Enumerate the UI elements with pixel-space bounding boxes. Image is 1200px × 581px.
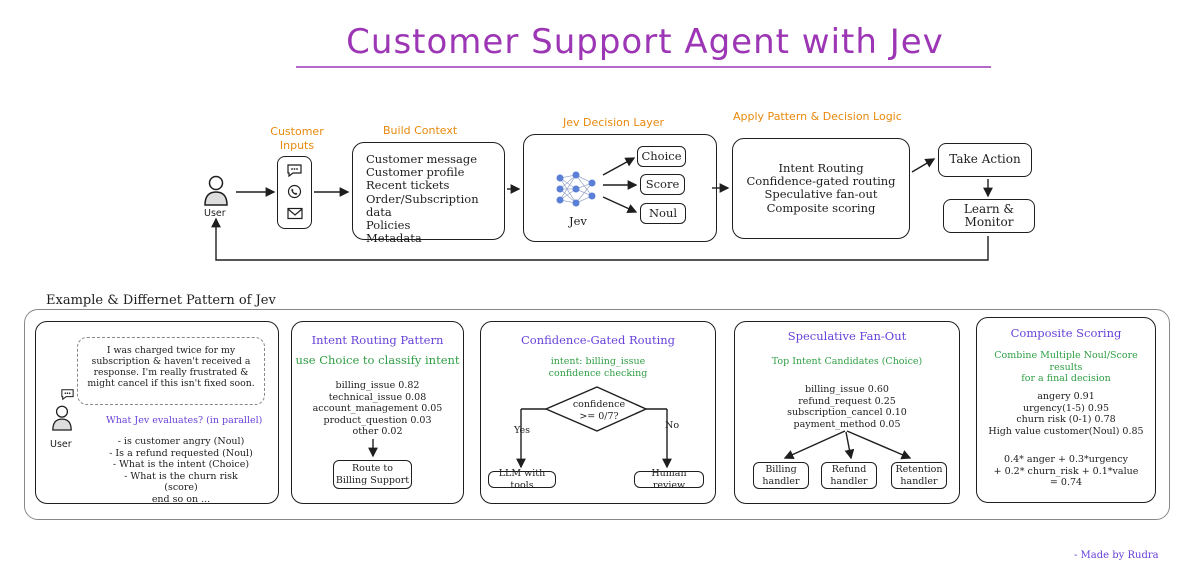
neural-network-icon xyxy=(556,171,596,211)
refund-handler-box: Refund handler xyxy=(821,462,877,489)
example-card: I was charged twice for my subscription … xyxy=(35,321,279,505)
chat-icon xyxy=(286,163,303,182)
billing-handler-box: Billing handler xyxy=(753,462,809,489)
composite-subtitle: Combine Multiple Noul/Score results for … xyxy=(994,350,1138,384)
speculative-subtitle: Top Intent Candidates (Choice) xyxy=(771,356,923,367)
confidence-gated-title: Confidence-Gated Routing xyxy=(520,333,676,347)
intent-routing-card: Intent Routing Pattern use Choice to cla… xyxy=(291,321,464,504)
intent-score: billing_issue 0.82 xyxy=(335,380,420,391)
confidence-decision: confidence >= 0/7? xyxy=(572,399,626,422)
pattern-logic-box: Intent Routing Confidence-gated routing … xyxy=(732,138,910,239)
output-choice: Choice xyxy=(637,146,686,167)
context-item: Recent tickets xyxy=(366,178,450,193)
output-score: Score xyxy=(640,174,685,195)
intent-routing-title: Intent Routing Pattern xyxy=(311,333,444,347)
composite-score: urgency(1-5) 0.95 xyxy=(1022,402,1110,414)
context-item: Customer profile xyxy=(366,165,465,180)
pattern-item: Confidence-gated routing xyxy=(746,174,896,189)
intent-score: technical_issue 0.08 xyxy=(328,391,427,403)
user-avatar-icon xyxy=(50,405,74,439)
composite-card: Composite Scoring Combine Multiple Noul/… xyxy=(976,317,1156,503)
user-label: User xyxy=(204,208,226,219)
speculative-card: Speculative Fan-Out Top Intent Candidate… xyxy=(734,321,960,504)
candidate-score: refund_request 0.25 xyxy=(798,395,896,407)
intent-routing-subtitle: use Choice to classify intent xyxy=(295,353,460,367)
retention-handler-box: Retention handler xyxy=(891,462,947,489)
composite-score: angery 0.91 xyxy=(1037,391,1095,402)
pattern-item: Speculative fan-out xyxy=(764,187,878,202)
composite-title: Composite Scoring xyxy=(1010,326,1122,340)
pattern-item: Composite scoring xyxy=(766,200,876,215)
learn-monitor-box: Learn & Monitor xyxy=(943,199,1035,233)
evaluate-item: - Is a refund requested (Noul) xyxy=(109,447,253,459)
customer-inputs-box xyxy=(277,156,312,229)
phone-icon xyxy=(287,184,302,203)
candidate-score: billing_issue 0.60 xyxy=(805,384,889,395)
intent-score: account_management 0.05 xyxy=(312,403,443,414)
evaluate-item: end so on ... xyxy=(151,493,211,505)
customer-inputs-label: Customer Inputs xyxy=(270,125,324,152)
decision-layer-box: Jev xyxy=(523,134,717,242)
evaluate-item: - is customer angry (Noul) xyxy=(117,436,245,447)
candidate-score: subscription_cancel 0.10 xyxy=(787,407,907,418)
evaluate-item: - What is the intent (Choice) xyxy=(112,459,250,470)
context-item: Customer message xyxy=(366,152,478,166)
output-noul: Noul xyxy=(640,203,686,224)
build-context-label: Build Context xyxy=(383,124,458,137)
composite-formula: 0.4* anger + 0.3*urgency + 0.2* churn_ri… xyxy=(993,454,1139,488)
decision-layer-label: Jev Decision Layer xyxy=(563,116,665,129)
take-action-box: Take Action xyxy=(938,143,1032,177)
route-billing-box: Route to Billing Support xyxy=(333,460,412,489)
speculative-title: Speculative Fan-Out xyxy=(787,329,907,343)
user-avatar-icon xyxy=(202,175,230,211)
confidence-gated-subtitle: intent: billing_issue confidence checkin… xyxy=(548,356,648,379)
customer-speech: I was charged twice for my subscription … xyxy=(87,345,255,389)
yes-label: Yes xyxy=(514,425,530,436)
evaluates-question: What Jev evaluates? (in parallel) xyxy=(106,415,263,426)
intent-score: other 0.02 xyxy=(352,426,403,437)
composite-score: churn risk (0-1) 0.78 xyxy=(1016,414,1116,425)
no-label: No xyxy=(665,420,680,431)
human-review-box: Human review xyxy=(634,468,704,491)
pattern-item: Intent Routing xyxy=(778,161,864,175)
build-context-box: Customer message Customer profile Recent… xyxy=(352,142,505,245)
evaluate-item: - What is the churn risk (score) xyxy=(124,470,238,494)
user-label: User xyxy=(50,439,72,450)
jev-label: Jev xyxy=(569,214,587,228)
credit-text: - Made by Rudra xyxy=(1074,550,1159,561)
chat-icon xyxy=(60,386,75,405)
llm-tools-box: LLM with tools xyxy=(488,468,556,491)
section-label: Example & Differnet Pattern of Jev xyxy=(46,293,276,308)
confidence-gated-card: Confidence-Gated Routing intent: billing… xyxy=(480,321,716,504)
context-item: Metadata xyxy=(366,231,422,246)
page-title: Customer Support Agent with Jev xyxy=(346,22,944,62)
mail-icon xyxy=(287,205,303,224)
pattern-logic-label: Apply Pattern & Decision Logic xyxy=(733,110,902,123)
intent-score: product_question 0.03 xyxy=(323,414,432,426)
composite-score: High value customer(Noul) 0.85 xyxy=(988,425,1144,437)
speech-bubble xyxy=(77,337,265,405)
candidate-score: payment_method 0.05 xyxy=(793,418,901,430)
context-item: Order/Subscription data xyxy=(366,191,479,219)
